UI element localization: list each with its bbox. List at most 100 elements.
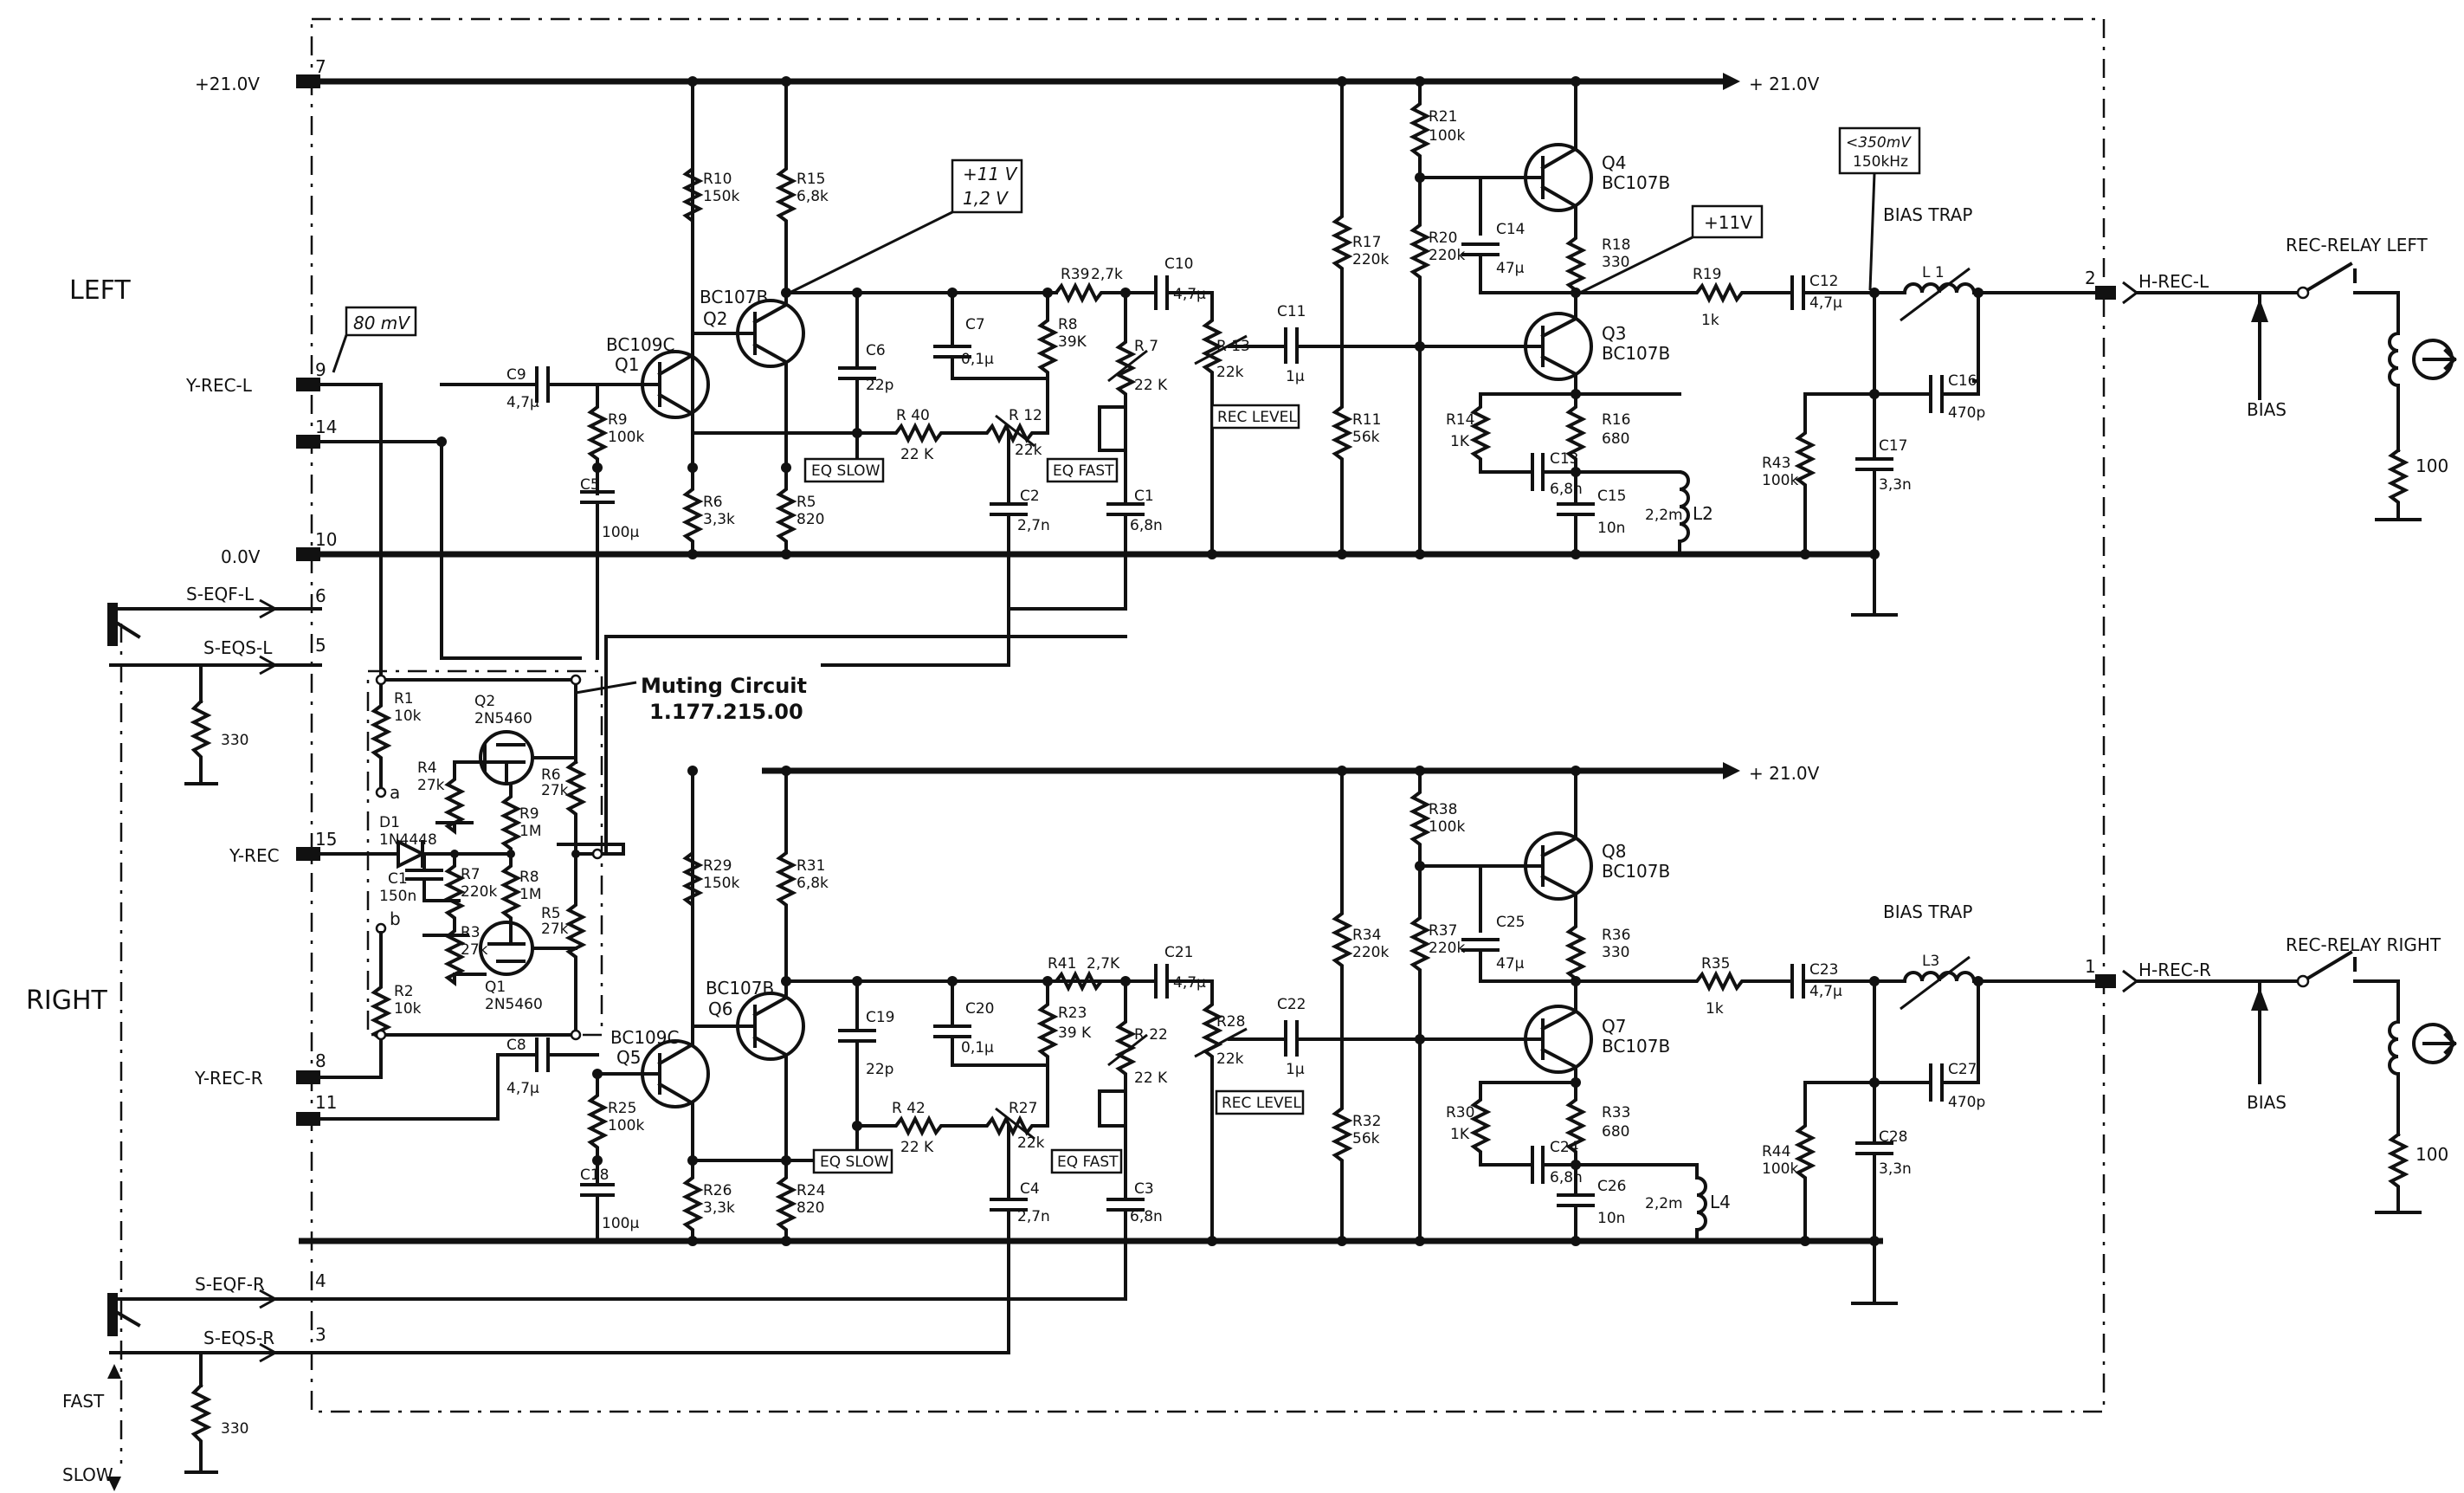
muting-circuit-part: 1.177.215.00 [649, 700, 803, 724]
svg-text:27k: 27k [417, 777, 445, 794]
svg-text:R44: R44 [1762, 1143, 1790, 1160]
muting-circuit [319, 553, 1127, 1079]
rails [299, 73, 1883, 1244]
svg-text:6,8n: 6,8n [1130, 517, 1163, 534]
left-channel [319, 80, 2097, 673]
eq-slow-left-tag: EQ SLOW [811, 462, 880, 480]
svg-text:R5: R5 [797, 494, 816, 511]
svg-text:22k: 22k [1216, 1050, 1244, 1068]
svg-text:L3: L3 [1922, 953, 1939, 970]
annotation-11v: +11 V [963, 164, 1018, 184]
svg-text:10k: 10k [394, 708, 422, 725]
svg-text:BC109C: BC109C [606, 334, 674, 355]
annotation-11v-b: +11V [1704, 212, 1752, 233]
left-component-labels: BC109C Q1 BC107B Q2 Q4 BC107B Q3 BC107B … [506, 108, 1985, 541]
pin-1-label: 1 [2085, 956, 2096, 977]
svg-text:R8: R8 [1058, 316, 1078, 333]
svg-text:22 K: 22 K [1134, 1070, 1168, 1087]
rail-21v-label: +21.0V [195, 74, 260, 94]
annotation-boxes [332, 126, 1921, 1174]
svg-text:22k: 22k [1017, 1134, 1045, 1152]
svg-text:Q8: Q8 [1602, 841, 1626, 862]
svg-text:C1: C1 [1134, 488, 1154, 505]
terminal-a: a [390, 782, 400, 803]
svg-text:R1: R1 [394, 690, 414, 708]
right-component-labels: BC109C Q5 BC107B Q6 Q8 BC107B Q7 BC107B … [506, 801, 1985, 1232]
svg-text:C17: C17 [1879, 437, 1908, 455]
svg-text:6,8k: 6,8k [797, 875, 829, 892]
svg-text:470p: 470p [1948, 1094, 1985, 1111]
svg-text:39K: 39K [1058, 333, 1087, 351]
svg-text:22 K: 22 K [1134, 377, 1168, 394]
svg-text:C16: C16 [1948, 372, 1977, 390]
svg-text:820: 820 [797, 511, 824, 528]
svg-text:C2: C2 [1020, 488, 1040, 505]
svg-text:R28: R28 [1216, 1013, 1245, 1031]
svg-text:2,7K: 2,7K [1087, 955, 1120, 973]
svg-text:100k: 100k [1429, 127, 1465, 145]
svg-text:47µ: 47µ [1496, 260, 1525, 277]
svg-text:C7: C7 [965, 316, 985, 333]
svg-text:47µ: 47µ [1496, 955, 1525, 973]
svg-text:22 K: 22 K [900, 446, 934, 463]
svg-text:R10: R10 [703, 171, 732, 188]
svg-text:Q1: Q1 [615, 354, 639, 375]
svg-text:150n: 150n [379, 888, 416, 905]
junctions-left [436, 76, 1983, 559]
signal-h-rec-l: H-REC-L [2138, 271, 2209, 292]
svg-text:Q3: Q3 [1602, 323, 1626, 344]
svg-text:C27: C27 [1948, 1061, 1977, 1078]
svg-text:C9: C9 [506, 366, 526, 384]
svg-text:Q6: Q6 [708, 999, 732, 1019]
svg-text:470p: 470p [1948, 404, 1985, 422]
eq-switch-lines [107, 598, 322, 1491]
svg-text:C6: C6 [866, 342, 886, 359]
svg-text:4,7µ: 4,7µ [1809, 294, 1842, 312]
svg-text:2N5460: 2N5460 [485, 996, 543, 1013]
annotation-80mv: 80 mV [353, 313, 410, 333]
svg-text:R38: R38 [1429, 801, 1457, 818]
svg-text:4,7µ: 4,7µ [506, 1080, 539, 1097]
svg-text:C19: C19 [866, 1009, 895, 1026]
svg-text:C10: C10 [1164, 255, 1194, 273]
svg-text:R39: R39 [1061, 266, 1089, 283]
svg-text:Q2: Q2 [474, 693, 495, 710]
arrow-right-icon [1723, 762, 1740, 779]
annotation-350mv: <350mV [1846, 134, 1912, 152]
svg-text:56k: 56k [1352, 1130, 1380, 1147]
svg-text:R11: R11 [1352, 411, 1381, 429]
svg-text:R30: R30 [1446, 1104, 1474, 1121]
svg-text:22k: 22k [1216, 364, 1244, 381]
svg-text:10n: 10n [1597, 1210, 1625, 1227]
svg-text:2,7k: 2,7k [1091, 266, 1123, 283]
signal-y-rec-l: Y-REC-L [185, 375, 253, 396]
svg-text:R41: R41 [1048, 955, 1076, 973]
svg-text:6,8n: 6,8n [1550, 481, 1583, 498]
svg-text:1K: 1K [1450, 433, 1470, 450]
svg-text:R 7: R 7 [1134, 338, 1158, 355]
svg-text:R33: R33 [1602, 1104, 1630, 1121]
svg-text:R6: R6 [541, 766, 561, 784]
svg-text:56k: 56k [1352, 429, 1380, 446]
svg-text:C15: C15 [1597, 488, 1627, 505]
svg-text:330: 330 [1602, 254, 1629, 271]
muting-labels: R1 10k R2 10k R4 27k Q2 2N5460 R6 27k R9… [379, 690, 569, 1018]
svg-text:0,1µ: 0,1µ [961, 1039, 994, 1057]
switch-slow-label: SLOW [62, 1464, 113, 1485]
bias-trap-right-label: BIAS TRAP [1883, 902, 1972, 922]
svg-text:R2: R2 [394, 983, 414, 1000]
bias-right-label: BIAS [2247, 1092, 2287, 1113]
svg-text:1k: 1k [1706, 1000, 1724, 1018]
svg-text:Q5: Q5 [616, 1047, 641, 1068]
svg-text:C3: C3 [1134, 1180, 1154, 1198]
svg-text:6,8n: 6,8n [1550, 1169, 1583, 1186]
svg-text:C14: C14 [1496, 221, 1525, 238]
svg-text:C21: C21 [1164, 944, 1194, 961]
svg-text:R18: R18 [1602, 236, 1630, 254]
svg-text:R8: R8 [519, 869, 539, 886]
svg-text:10k: 10k [394, 1000, 422, 1018]
svg-text:BC107B: BC107B [706, 978, 774, 999]
svg-text:C22: C22 [1277, 996, 1306, 1013]
svg-text:C11: C11 [1277, 303, 1306, 320]
